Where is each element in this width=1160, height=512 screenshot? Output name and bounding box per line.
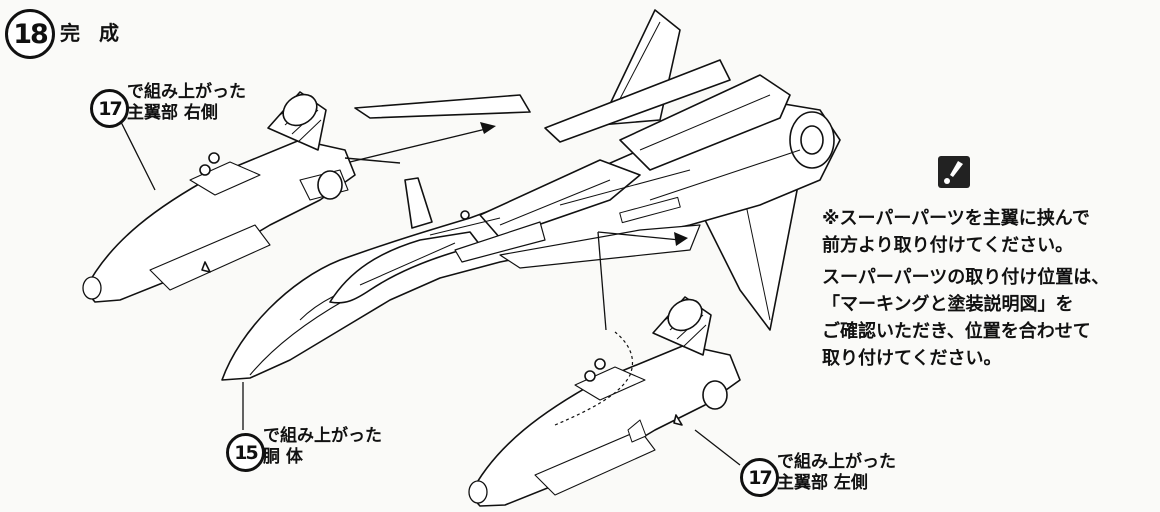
callout-label-fuselage: で組み上がった 胴 体 [263,426,382,468]
note-line-5: ご確認いただき、位置を合わせて [822,321,1091,342]
callout-line2: 胴 体 [263,447,303,467]
callout-label-right-wing: で組み上がった 主翼部 右側 [127,82,246,124]
callout-badge-fuselage: 15 [226,433,265,472]
callout-line1: で組み上がった [777,452,896,472]
callout-label-left-wing: で組み上がった 主翼部 左側 [777,452,896,494]
step-number-badge: 18 [5,9,55,59]
note-line-3: スーパーパーツの取り付け位置は、 [822,267,1110,288]
callout-number: 17 [98,97,122,120]
callout-number: 15 [234,441,258,464]
step-title: 完 成 [60,21,125,45]
note-line-6: 取り付けてください。 [822,348,1002,369]
callout-line2: 主翼部 左側 [777,473,868,493]
callout-number: 17 [748,466,772,489]
note-line-1: ※スーパーパーツを主翼に挟んで [822,208,1090,229]
callout-line1: で組み上がった [263,426,382,446]
note-line-4: 「マーキングと塗装説明図」を [822,294,1074,315]
step-number: 18 [13,18,49,50]
callout-line2: 主翼部 右側 [127,103,218,123]
caution-icon [938,156,970,188]
callout-line1: で組み上がった [127,82,246,102]
note-line-2: 前方より取り付けてください。 [822,235,1074,256]
callout-badge-right-wing: 17 [90,89,129,128]
callout-badge-left-wing: 17 [740,458,779,497]
